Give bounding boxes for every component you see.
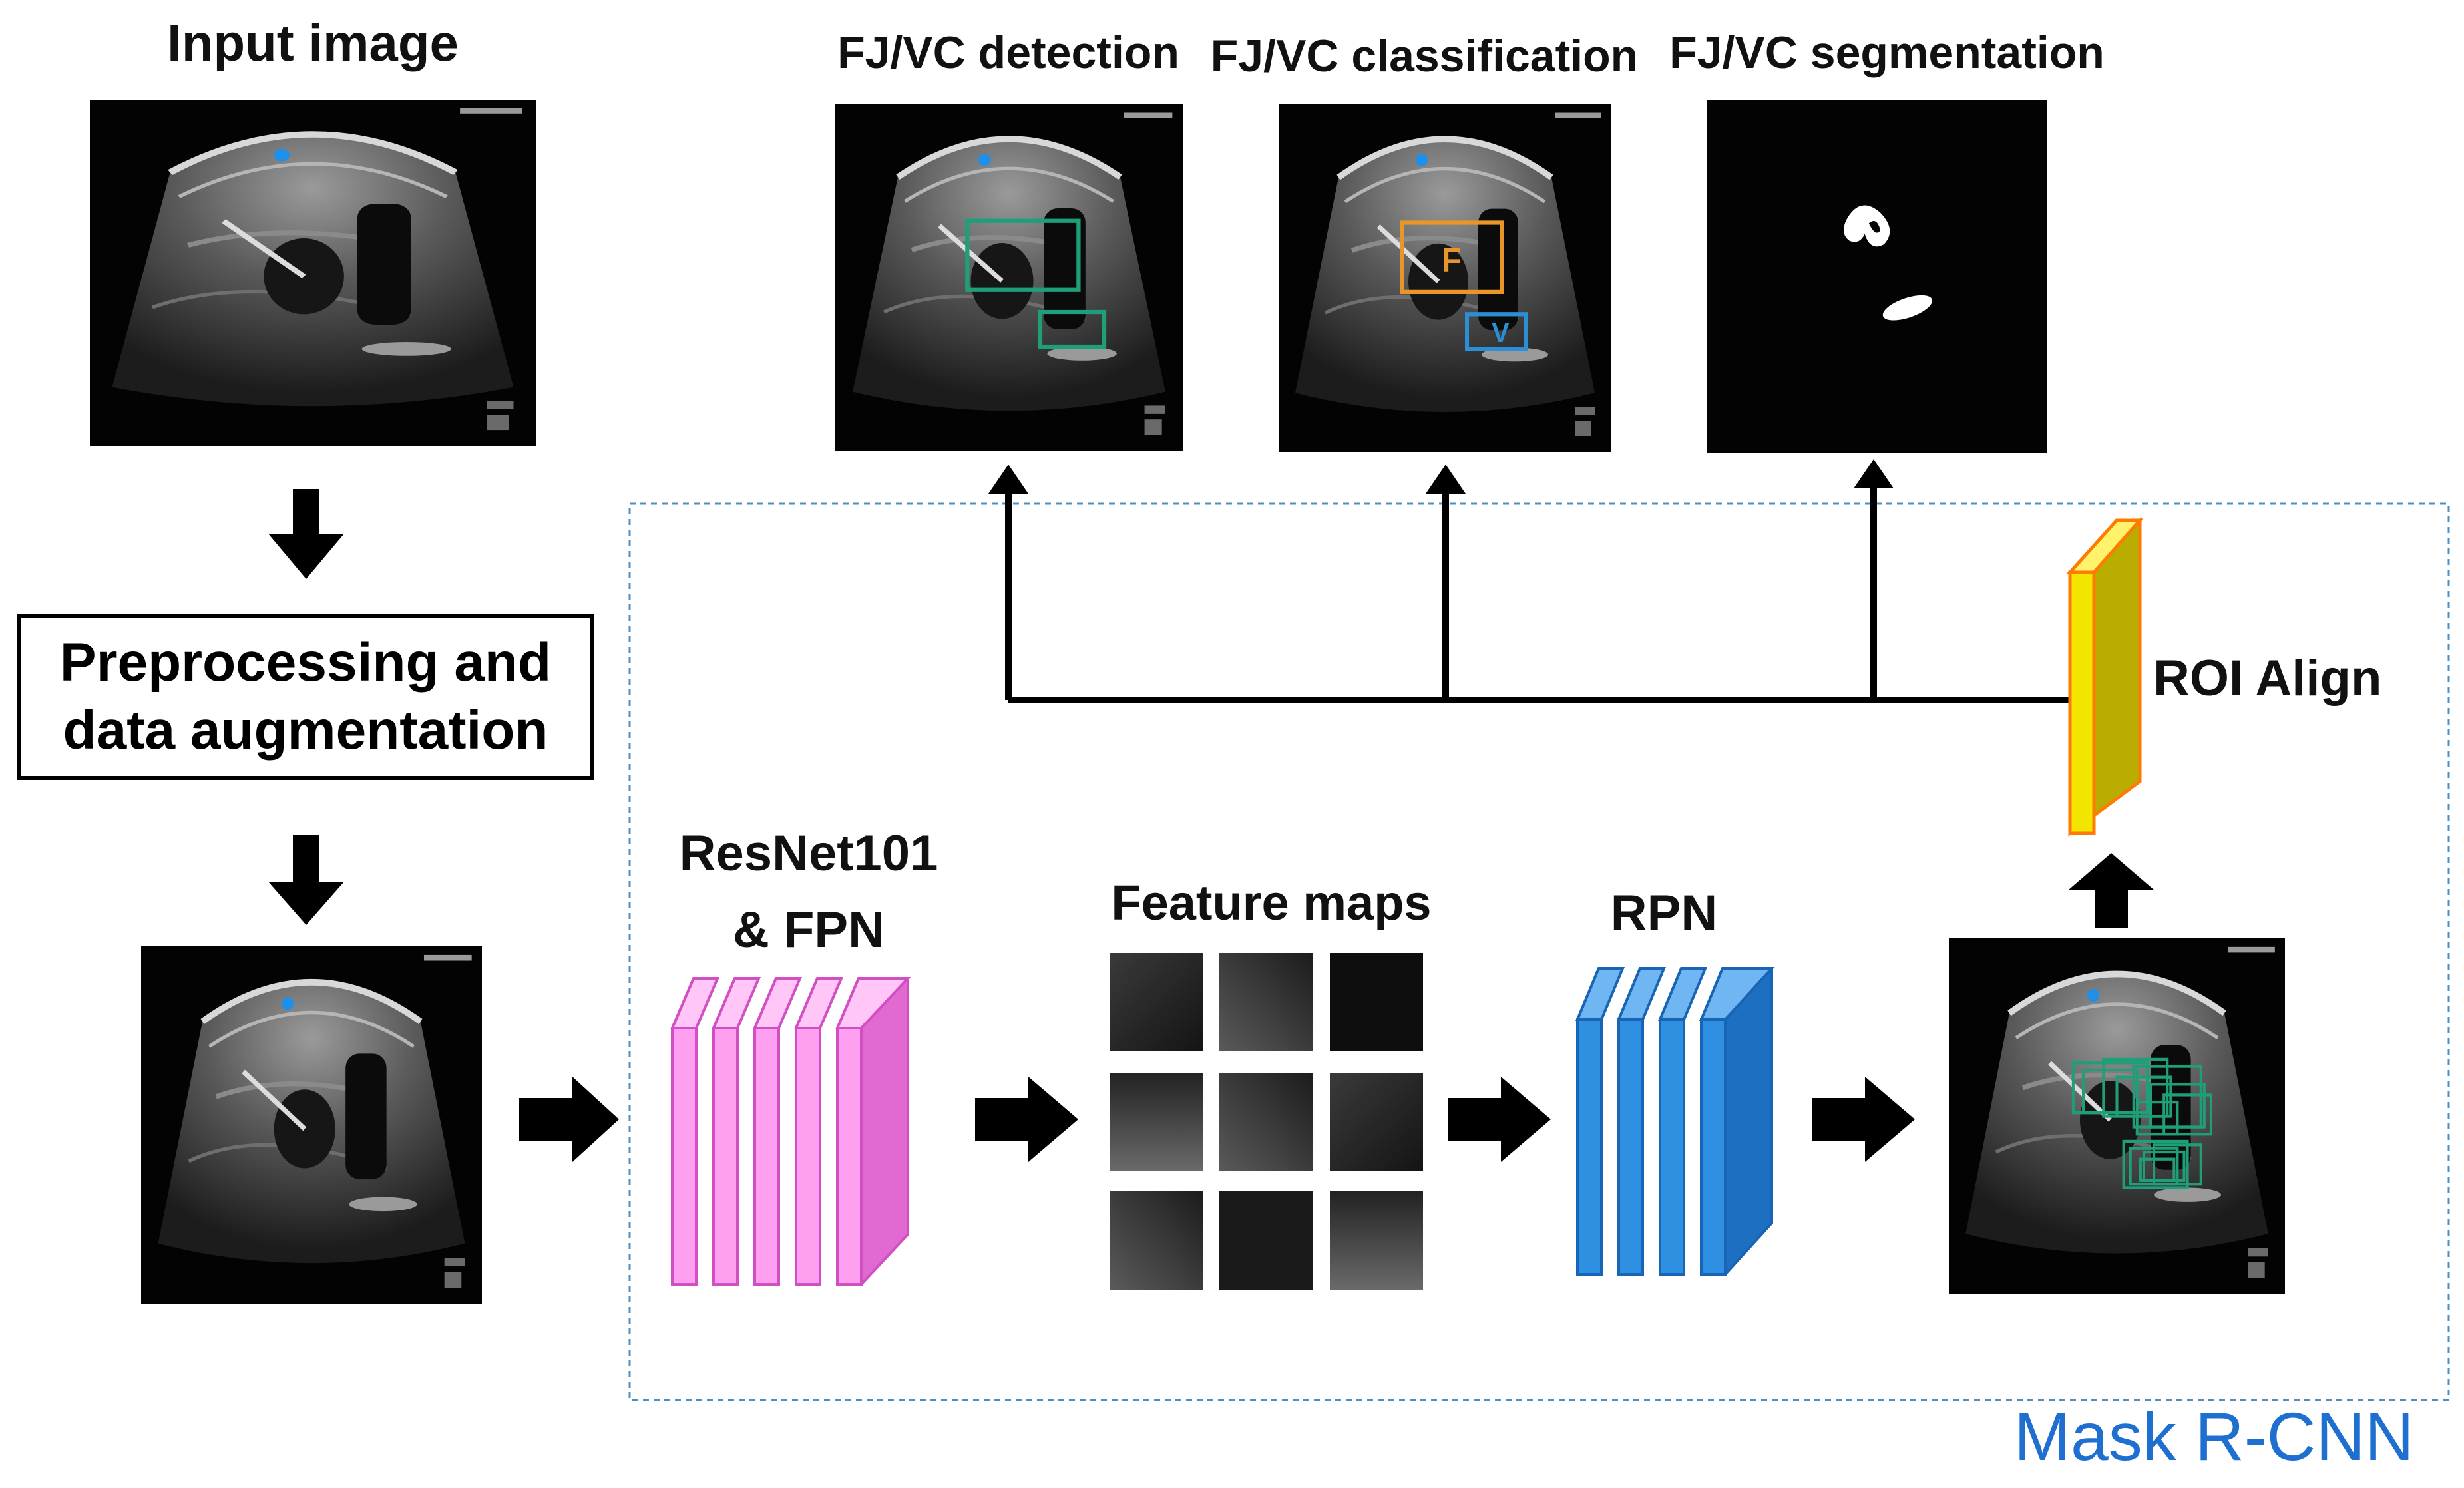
detection-label: FJ/VC detection [837, 27, 1179, 78]
rpn-label: RPN [1610, 885, 1718, 942]
feature-map [1219, 1073, 1313, 1171]
feature-map [1330, 1191, 1423, 1290]
class-f-letter: F [1442, 242, 1461, 279]
classification-label: FJ/VC classification [1210, 31, 1639, 81]
detection-output-image [835, 104, 1183, 451]
arrow-right-icon [519, 1077, 619, 1162]
feature-maps-grid [1110, 953, 1423, 1290]
feature-map [1219, 953, 1313, 1051]
arrow-up-icon [1426, 465, 1466, 494]
feature-map [1110, 1073, 1203, 1171]
input-image-label: Input image [167, 13, 459, 72]
mask-rcnn-framework [628, 502, 2450, 1401]
preprocessing-label-line2: data augmentation [63, 700, 548, 761]
preprocessing-box: Preprocessing and data augmentation [17, 614, 594, 780]
feature-map [1219, 1191, 1313, 1290]
rpn-block [1575, 967, 1775, 1276]
backbone-label-line2: & FPN [733, 902, 885, 958]
roi-align-label: ROI Align [2153, 650, 2382, 707]
class-v-letter: V [1492, 317, 1510, 348]
feature-maps-label: Feature maps [1111, 875, 1432, 930]
arrow-down-icon [268, 489, 344, 579]
proposal-ultrasound-image [1949, 938, 2285, 1294]
class-f-box [1400, 220, 1504, 295]
arrow-right-icon [1812, 1077, 1915, 1162]
class-v-box [1465, 312, 1528, 351]
backbone-label-line1: ResNet101 [679, 825, 938, 882]
proposal-boxes [2071, 1057, 2212, 1189]
output-connectors [1005, 486, 2070, 703]
roi-align-block [2066, 517, 2144, 837]
segmentation-label: FJ/VC segmentation [1669, 27, 2105, 78]
arrow-right-icon [975, 1077, 1078, 1162]
feature-map [1110, 1191, 1203, 1290]
detection-box [965, 218, 1081, 292]
input-ultrasound-image [90, 100, 536, 446]
classification-output-image: F V [1279, 104, 1611, 452]
segmentation-mask [1882, 295, 1933, 321]
augmented-ultrasound-image [141, 946, 482, 1304]
segmentation-output-image [1707, 100, 2047, 453]
mask-rcnn-label: Mask R-CNN [2014, 1399, 2414, 1475]
arrow-right-icon [1448, 1077, 1551, 1162]
preprocessing-label-line1: Preprocessing and [59, 632, 552, 693]
segmentation-mask [1844, 205, 1890, 247]
arrow-down-icon [268, 835, 344, 925]
arrow-up-icon [1854, 459, 1894, 488]
feature-map [1110, 953, 1203, 1051]
arrow-up-icon [988, 465, 1028, 494]
backbone-block [670, 977, 911, 1286]
feature-map [1330, 953, 1423, 1051]
arrow-up-icon [2068, 853, 2155, 928]
detection-box [1038, 309, 1107, 349]
feature-map [1330, 1073, 1423, 1171]
